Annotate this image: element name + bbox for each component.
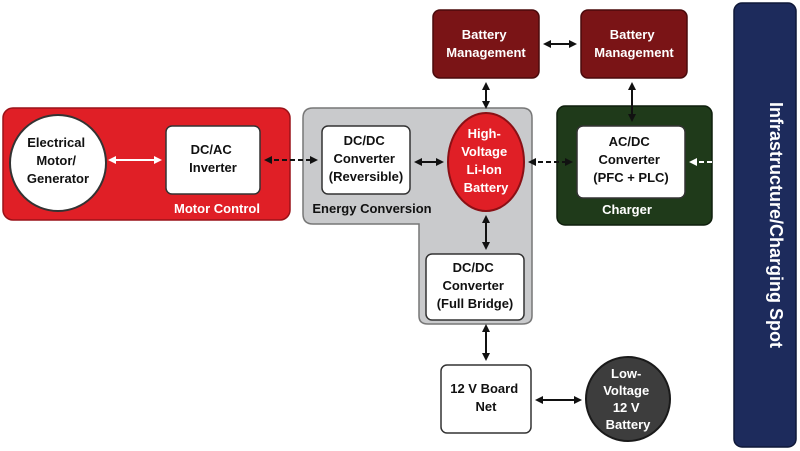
battery-management-1 bbox=[432, 9, 540, 79]
bms1-line1: Battery bbox=[462, 27, 508, 42]
svg-text:AC/DC Converter (PFC +: AC/DC Converter (PFC + PLC) bbox=[593, 134, 668, 185]
board-net-line1: 12 V Board bbox=[450, 381, 518, 396]
infrastructure-label: Infrastructure/Charging Spot bbox=[766, 102, 786, 348]
high-voltage-battery bbox=[447, 112, 525, 212]
dcdc-converter-full-bridge bbox=[425, 253, 525, 321]
acdc-line3: (PFC + PLC) bbox=[593, 170, 668, 185]
hv-battery-line2: Voltage bbox=[461, 144, 507, 159]
acdc-line2: Converter bbox=[598, 152, 659, 167]
lv-battery-line3: 12 V bbox=[613, 400, 640, 415]
dcdc-rev-line1: DC/DC bbox=[344, 133, 386, 148]
energy-conversion-label: Energy Conversion bbox=[312, 201, 431, 216]
charger-label: Charger bbox=[602, 202, 652, 217]
svg-text:Battery Management: Battery Management bbox=[594, 27, 674, 60]
svg-text:High- Voltage Li-Ion: High- Voltage Li-Ion Battery bbox=[461, 126, 511, 195]
acdc-line1: AC/DC bbox=[609, 134, 651, 149]
svg-text:Battery Management: Battery Management bbox=[446, 27, 526, 60]
bms2-line1: Battery bbox=[610, 27, 656, 42]
dcdc-full-line2: Converter bbox=[442, 278, 503, 293]
svg-text:12 V Board Net: 12 V Board Net bbox=[450, 381, 522, 414]
dcac-inverter bbox=[165, 125, 261, 195]
lv-battery-line2: Voltage bbox=[603, 383, 649, 398]
lv-battery-line4: Battery bbox=[606, 417, 652, 432]
lv-battery-line1: Low- bbox=[611, 366, 641, 381]
motor-control-label: Motor Control bbox=[174, 201, 260, 216]
dcdc-converter-reversible bbox=[321, 125, 411, 195]
hv-battery-line3: Li-Ion bbox=[466, 162, 501, 177]
bms1-line2: Management bbox=[446, 45, 526, 60]
infrastructure-bar bbox=[733, 2, 797, 448]
bms2-line2: Management bbox=[594, 45, 674, 60]
low-voltage-battery bbox=[585, 356, 671, 442]
electrical-motor-generator bbox=[9, 114, 107, 212]
svg-text:Low- Voltage 12 V: Low- Voltage 12 V Battery bbox=[603, 366, 653, 432]
inverter-line2: Inverter bbox=[189, 160, 237, 175]
svg-text:DC/AC Inverter: DC/AC Inverter bbox=[189, 142, 237, 175]
motor-line2: Motor/ bbox=[36, 153, 76, 168]
hv-battery-line1: High- bbox=[468, 126, 501, 141]
dcdc-rev-line3: (Reversible) bbox=[329, 169, 403, 184]
board-net-12v bbox=[440, 364, 532, 434]
hv-battery-line4: Battery bbox=[464, 180, 510, 195]
svg-text:DC/DC Converter (Full: DC/DC Converter (Full Bridge) bbox=[437, 260, 514, 311]
motor-line3: Generator bbox=[27, 171, 89, 186]
battery-management-2 bbox=[580, 9, 688, 79]
svg-text:DC/DC Converter (Rever: DC/DC Converter (Reversible) bbox=[329, 133, 403, 184]
dcdc-rev-line2: Converter bbox=[333, 151, 394, 166]
svg-text:Electrical Motor/ Gene: Electrical Motor/ Generator bbox=[27, 135, 89, 186]
inverter-line1: DC/AC bbox=[191, 142, 233, 157]
dcdc-full-line3: (Full Bridge) bbox=[437, 296, 514, 311]
motor-line1: Electrical bbox=[27, 135, 85, 150]
dcdc-full-line1: DC/DC bbox=[453, 260, 495, 275]
board-net-line2: Net bbox=[476, 399, 498, 414]
acdc-converter bbox=[576, 125, 686, 199]
